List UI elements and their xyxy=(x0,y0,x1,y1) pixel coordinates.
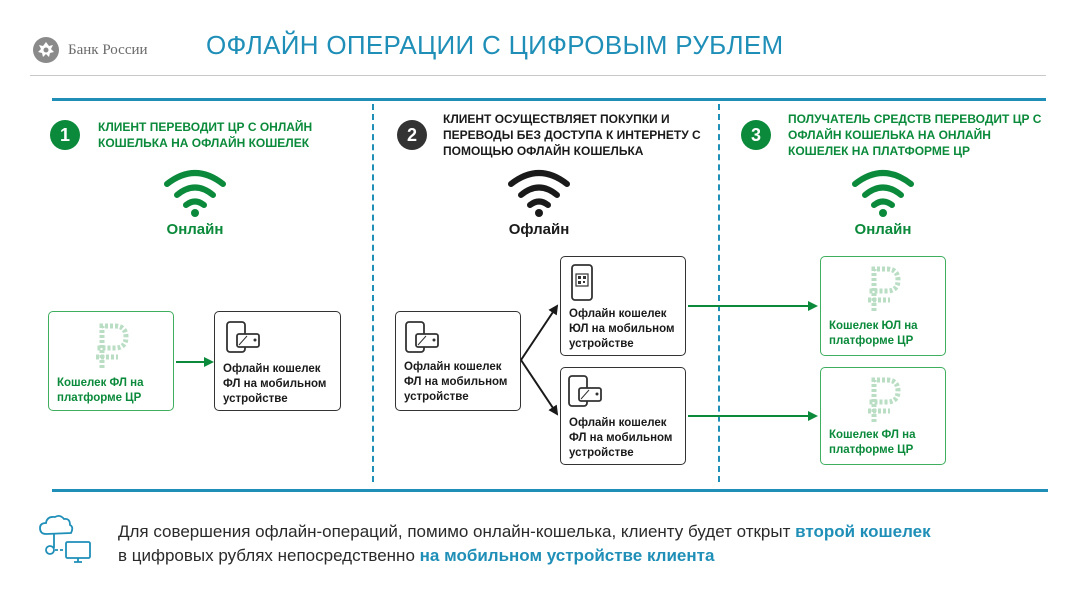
status-offline: Офлайн xyxy=(508,221,570,238)
wallet-ul-platform: Кошелек ЮЛ на платформе ЦР xyxy=(820,256,946,356)
logo-text: Банк России xyxy=(68,41,148,58)
status-online-1: Онлайн xyxy=(166,221,224,238)
step-text-1: КЛИЕНТ ПЕРЕВОДИТ ЦР С ОНЛАЙН КОШЕЛЬКА НА… xyxy=(98,120,313,150)
ruble-icon xyxy=(868,266,901,311)
emblem-icon xyxy=(33,37,59,63)
header-divider xyxy=(30,75,1046,76)
box-label: Кошелек ФЛ на платформе ЦР xyxy=(829,429,916,456)
footer-highlight-2: на мобильном устройстве клиента xyxy=(419,546,715,565)
status-online-3: Онлайн xyxy=(854,221,912,238)
phone-qr-icon xyxy=(571,264,593,301)
footer-text-part1: Для совершения офлайн-операций, помимо о… xyxy=(118,522,796,541)
box-label: Офлайн кошелек ФЛ на мобильном устройств… xyxy=(223,363,327,405)
box-label: Офлайн кошелек ЮЛ на мобильном устройств… xyxy=(569,308,675,350)
step-number-2: 2 xyxy=(397,120,427,150)
step-text-2: КЛИЕНТ ОСУЩЕСТВЛЯЕТ ПОКУПКИ И ПЕРЕВОДЫ Б… xyxy=(443,112,701,158)
step-number-1: 1 xyxy=(50,120,80,150)
box-label: Офлайн кошелек ФЛ на мобильном устройств… xyxy=(569,417,673,459)
wallet-ul-offline: Офлайн кошелек ЮЛ на мобильном устройств… xyxy=(560,256,686,356)
page-title: ОФЛАЙН ОПЕРАЦИИ С ЦИФРОВЫМ РУБЛЕМ xyxy=(206,30,784,60)
box-label: Офлайн кошелек ФЛ на мобильном устройств… xyxy=(404,361,508,403)
step-number-3: 3 xyxy=(741,120,771,150)
cloud-computer-icon xyxy=(39,514,91,563)
bank-logo: Банк России xyxy=(32,36,148,64)
bottom-rule xyxy=(52,489,1048,492)
column-divider-2 xyxy=(718,104,720,482)
column-divider-1 xyxy=(372,104,374,482)
arrow-2 xyxy=(520,304,559,361)
phone-wallet-icon xyxy=(568,375,602,407)
ruble-icon xyxy=(868,377,901,422)
arrow-3 xyxy=(520,359,559,416)
step-text-3: ПОЛУЧАТЕЛЬ СРЕДСТВ ПЕРЕВОДИТ ЦР С ОФЛАЙН… xyxy=(788,112,1042,158)
wallet-fl-offline-3: Офлайн кошелек ФЛ на мобильном устройств… xyxy=(560,367,686,465)
wifi-icon xyxy=(164,170,226,217)
top-rule xyxy=(52,98,1046,101)
wifi-icon xyxy=(852,170,914,217)
box-label: Кошелек ФЛ на платформе ЦР xyxy=(57,377,144,404)
phone-wallet-icon xyxy=(405,321,439,353)
footer-note: Для совершения офлайн-операций, помимо о… xyxy=(118,520,1018,568)
box-label: Кошелек ЮЛ на платформе ЦР xyxy=(829,320,918,347)
wallet-fl-offline-2: Офлайн кошелек ФЛ на мобильном устройств… xyxy=(395,311,521,411)
ruble-icon xyxy=(96,323,129,368)
wallet-fl-platform-1: Кошелек ФЛ на платформе ЦР xyxy=(48,311,174,411)
footer-highlight-1: второй кошелек xyxy=(795,522,931,541)
footer-text-part2: в цифровых рублях непосредственно xyxy=(118,546,420,565)
wifi-icon xyxy=(508,170,570,217)
phone-wallet-icon xyxy=(226,321,260,353)
wallet-fl-platform-2: Кошелек ФЛ на платформе ЦР xyxy=(820,367,946,465)
wallet-fl-offline-1: Офлайн кошелек ФЛ на мобильном устройств… xyxy=(214,311,341,411)
